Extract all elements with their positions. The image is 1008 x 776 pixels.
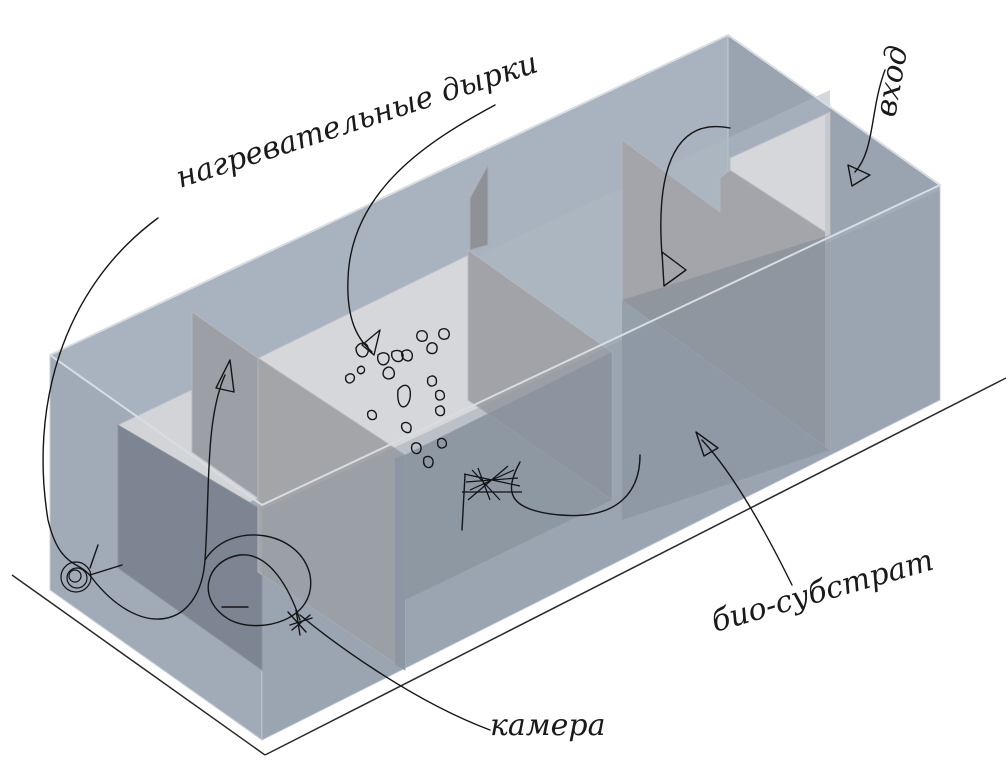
pebble-icon	[344, 328, 450, 469]
leader-entrance	[854, 69, 886, 173]
arrow-icon	[847, 164, 871, 187]
trail-middle	[510, 454, 641, 517]
box-top-rim	[49, 33, 942, 507]
right-chamber-divider	[825, 112, 830, 450]
scribble-icon	[60, 544, 123, 593]
trail-loop	[42, 217, 226, 620]
left-chamber-wall-front	[117, 424, 263, 671]
middle-chamber	[256, 164, 613, 671]
trail-loop-lower	[204, 534, 312, 627]
leader-heating-holes	[347, 104, 496, 353]
scribble-icon	[287, 609, 313, 636]
arrow-icon	[215, 359, 235, 393]
right-chamber-lower	[622, 235, 830, 520]
middle-chamber-fin	[469, 164, 489, 251]
front-glass-lower	[262, 190, 940, 740]
middle-chamber-front-post	[395, 455, 405, 670]
right-chamber	[621, 111, 831, 520]
trail-middle-tail	[461, 474, 466, 531]
label-bio-substrate: био-субстрат	[708, 543, 938, 640]
leader-mine	[299, 614, 491, 731]
center-divider-wall	[405, 352, 612, 600]
ground-line	[11, 574, 266, 756]
arrow-icon	[661, 251, 687, 287]
arrow-icon	[695, 431, 719, 457]
scribble-icon	[462, 465, 522, 501]
label-mine: камера	[490, 708, 606, 743]
leader-right-chamber	[660, 125, 731, 256]
ground-line-right	[264, 377, 1007, 756]
left-chamber	[117, 311, 263, 671]
